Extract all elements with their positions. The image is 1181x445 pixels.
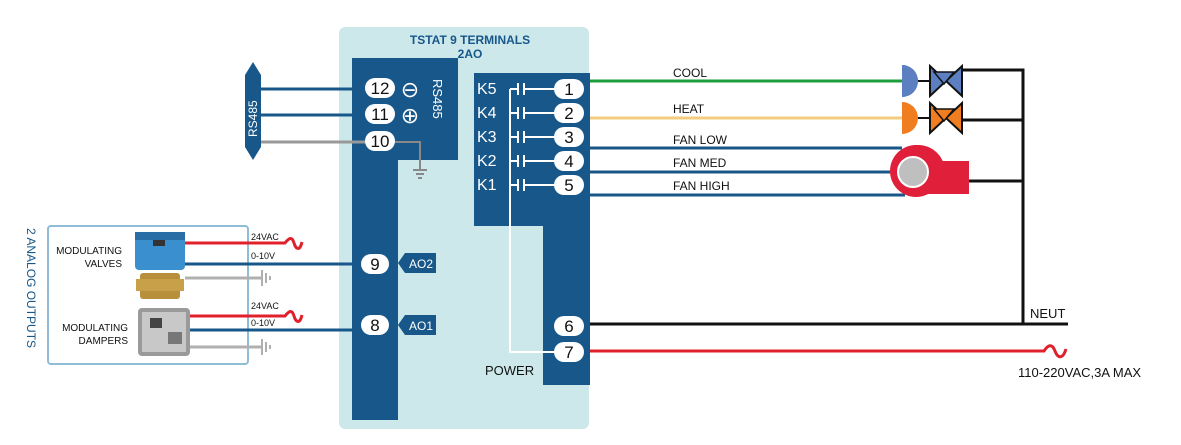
dampers-label-line2: DAMPERS: [79, 336, 129, 347]
power-label: POWER: [485, 363, 534, 378]
dampers-signal-label: 0-10V: [251, 318, 275, 328]
valves-signal-label: 0-10V: [251, 251, 275, 261]
terminal-11-number: 11: [371, 105, 389, 124]
ground-icon: [395, 141, 427, 179]
valves-24vac-wire: [185, 237, 304, 250]
rs485-bus: [245, 62, 261, 160]
title-line2: 2AO: [458, 47, 483, 61]
fan-icon: [890, 145, 969, 197]
terminal-6-number: 6: [564, 317, 573, 336]
terminal-12-number: 12: [371, 79, 390, 98]
terminal-11: [365, 104, 395, 124]
relay-k2-label: K2: [477, 153, 497, 170]
neutral-bus-wire: [962, 68, 1025, 323]
terminal-5-number: 5: [564, 176, 573, 195]
valves-label-line1: MODULATING: [56, 246, 122, 257]
dampers-ground-icon: [261, 339, 271, 355]
rs485-bus-label: RS485: [246, 100, 260, 137]
terminal-9-number: 9: [370, 255, 379, 274]
heat-wire-label: HEAT: [673, 102, 705, 116]
rs485-block-label: RS485: [430, 79, 445, 119]
title-line1: TSTAT 9 TERMINALS: [410, 33, 530, 47]
relay-k4-label: K4: [477, 105, 497, 122]
relay-terminal-block: [474, 73, 590, 385]
valves-label-line2: VALVES: [85, 259, 123, 270]
relay-k1-label: K1: [477, 177, 497, 194]
terminal-9: [361, 254, 389, 274]
cool-wire-label: COOL: [673, 66, 707, 80]
damper-actuator-icon: [138, 308, 190, 356]
heat-valve-icon: [902, 100, 963, 136]
dampers-24vac-label: 24VAC: [251, 301, 279, 311]
terminal-7-number: 7: [564, 343, 573, 362]
valves-ground-icon: [261, 270, 271, 286]
valves-24vac-label: 24VAC: [251, 232, 279, 242]
relay-k5-label: K5: [477, 81, 497, 98]
relay-row-k1: K1 5: [477, 175, 584, 195]
terminal-12: [365, 78, 395, 98]
relay-row-k5: K5 1: [477, 79, 584, 99]
terminal-7: [554, 342, 584, 362]
terminal-2-number: 2: [564, 104, 573, 123]
line-wire: [590, 344, 1068, 359]
minus-icon: ⊖: [401, 77, 419, 102]
ao1-label: AO1: [409, 319, 433, 333]
terminal-8-number: 8: [370, 316, 379, 335]
relay-row-k2: K2 4: [477, 151, 584, 171]
fan-med-wire-label: FAN MED: [673, 156, 727, 170]
terminal-1-number: 1: [564, 80, 573, 99]
valve-actuator-icon: [135, 232, 185, 299]
fan-high-wire-label: FAN HIGH: [673, 179, 730, 193]
terminal-6: [554, 316, 584, 336]
ao2-tag: [398, 253, 436, 273]
terminal-4-number: 4: [564, 152, 573, 171]
analog-panel-label: 2 ANALOG OUTPUTS: [24, 228, 38, 348]
relay-row-k3: K3 3: [477, 127, 584, 147]
terminal-10-number: 10: [371, 132, 390, 151]
terminal-3-number: 3: [564, 128, 573, 147]
ao1-tag: [398, 315, 436, 335]
relay-common-wire: [509, 89, 555, 353]
cool-valve-icon: [902, 63, 963, 99]
plus-icon: ⊕: [401, 103, 419, 128]
supply-label: 110-220VAC,3A MAX: [1018, 365, 1141, 380]
terminal-10: [365, 131, 395, 151]
relay-row-k4: K4 2: [477, 103, 584, 123]
ao2-label: AO2: [409, 257, 433, 271]
terminal-8: [361, 315, 389, 335]
dampers-24vac-wire: [190, 310, 304, 323]
neut-label: NEUT: [1030, 306, 1065, 321]
relay-k3-label: K3: [477, 129, 497, 146]
dampers-label-line1: MODULATING: [62, 323, 128, 334]
fan-low-wire-label: FAN LOW: [673, 133, 728, 147]
